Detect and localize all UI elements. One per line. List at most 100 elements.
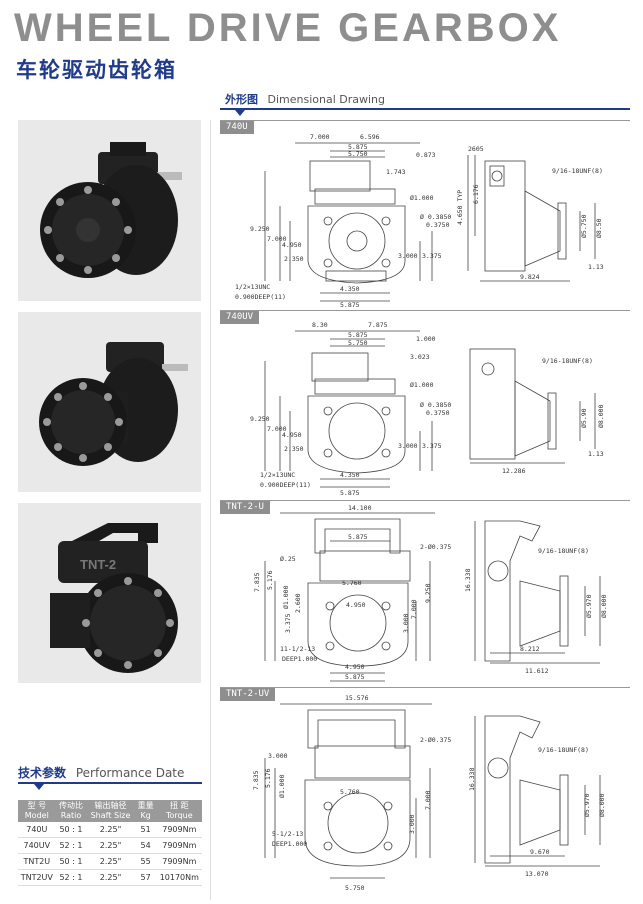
dim-label: 1.000 — [416, 335, 436, 343]
dim-label: 0.3750 — [426, 409, 450, 417]
page-subtitle: 车轮驱动齿轮箱 — [16, 58, 177, 82]
drawing-panel-740u: 7.000 6.596 5.875 5.750 0.873 1.743 Ø1.0… — [220, 120, 630, 309]
performance-section-heading: 技术参数 Performance Date — [18, 764, 184, 781]
dim-label: 11.612 — [525, 667, 549, 675]
header-en: Ratio — [60, 811, 82, 820]
dim-label: 11-1/2-13 — [280, 645, 315, 653]
table-row: TNT2U 50 : 1 2.25" 55 7909Nm — [18, 853, 202, 870]
drawing-panel-740uv: 8.30 7.875 5.875 5.750 1.000 3.023 Ø1.00… — [220, 310, 630, 499]
dim-label: 2.350 — [284, 255, 304, 263]
dim-label: Ø5.970 — [583, 793, 591, 817]
dim-label: 1.13 — [588, 450, 604, 458]
dim-label: Ø1.000 — [410, 381, 434, 389]
dim-label: 3.000 — [402, 613, 410, 633]
performance-section-marker — [34, 784, 44, 790]
dim-label: 4.350 — [340, 471, 360, 479]
dim-label: Ø5.750 — [580, 214, 588, 238]
dim-label: Ø8.50 — [595, 218, 603, 238]
dim-label: 9/16-18UNF(8) — [552, 167, 603, 175]
dim-label: 9.250 — [250, 225, 270, 233]
dim-label: 5.875 — [340, 301, 360, 309]
photo-740uv — [18, 312, 201, 492]
header-en: Shaft Size — [90, 811, 131, 820]
dim-label: 5.750 — [348, 339, 368, 347]
dim-label: 9.250 — [424, 583, 432, 603]
dim-label: 7.000 — [310, 133, 330, 141]
dim-label: 4.350 — [340, 285, 360, 293]
dim-label: 7.835 — [253, 572, 261, 592]
table-row: 740UV 52 : 1 2.25" 54 7909Nm — [18, 837, 202, 854]
photo-embossed-mark: TNT-2 — [80, 557, 116, 572]
dim-label: 0.873 — [416, 151, 436, 159]
dim-label: 4.650 TYP — [456, 190, 464, 225]
header-en: Torque — [165, 811, 193, 820]
performance-section-rule — [18, 782, 202, 784]
cell-model: 740UV — [18, 837, 56, 854]
dim-label: 8.30 — [312, 321, 328, 329]
cell-torque: 7909Nm — [156, 837, 202, 854]
dim-label: 5-1/2-13 — [272, 830, 303, 838]
table-row: TNT2UV 52 : 1 2.25" 57 10170Nm — [18, 869, 202, 886]
drawing-section-label-cn: 外形图 — [225, 93, 258, 106]
dim-label: 13.070 — [525, 870, 549, 878]
dim-label: 4.950 — [282, 431, 302, 439]
dim-label: 7.000 — [410, 599, 418, 619]
dim-label: 7.000 — [267, 425, 287, 433]
dim-label: 3.023 — [410, 353, 430, 361]
drawing-740uv: 8.30 7.875 5.875 5.750 1.000 3.023 Ø1.00… — [250, 321, 605, 497]
header-cn: 重量 — [137, 801, 154, 810]
dim-label: Ø5.90 — [580, 408, 588, 428]
dim-label: 5.760 — [340, 788, 360, 796]
dim-label: 9.824 — [520, 273, 540, 281]
cell-weight: 57 — [134, 869, 157, 886]
dim-label: 3.000 — [408, 814, 416, 834]
header-cn: 输出轴径 — [94, 801, 127, 810]
cell-torque: 7909Nm — [156, 853, 202, 870]
cell-model: TNT2UV — [18, 869, 56, 886]
header-en: Model — [24, 811, 49, 820]
dim-label: Ø8.000 — [598, 793, 606, 817]
dim-label: 5.750 — [345, 884, 365, 892]
dim-label: 2.350 — [284, 445, 304, 453]
dim-label: 5.875 — [340, 489, 360, 497]
dim-label: 3.375 — [284, 613, 292, 633]
dim-label: 2-Ø0.375 — [420, 543, 451, 551]
panel-tab-tnt-2-u: TNT-2-U — [220, 501, 270, 514]
photo-tnt-2-u: TNT-2 — [18, 503, 201, 683]
dim-label: 5.760 — [342, 579, 362, 587]
dim-label: Ø 0.3850 — [420, 213, 451, 221]
dim-label: 5.875 — [348, 533, 368, 541]
dim-label: 4.950 — [346, 601, 366, 609]
dim-label: Ø1.000 — [410, 194, 434, 202]
column-divider — [210, 120, 211, 900]
dim-label: 0.900DEEP(11) — [260, 481, 311, 489]
drawing-section-rule — [220, 108, 630, 110]
dim-label: DEEP1.000 — [272, 840, 307, 848]
dim-label: 16.338 — [464, 568, 472, 592]
dim-label: 3.000 — [268, 752, 288, 760]
dim-label: Ø.25 — [280, 555, 296, 563]
panel-tab-tnt-2-uv: TNT-2-UV — [220, 688, 276, 701]
header-en: Kg — [140, 811, 151, 820]
drawing-panel-tnt-2-uv: 15.576 3.000 2-Ø0.375 7.835 5.176 Ø1.000… — [220, 687, 630, 898]
cell-shaft: 2.25" — [86, 853, 135, 870]
dim-label: 0.3750 — [426, 221, 450, 229]
dim-label: 2605 — [468, 145, 484, 153]
cell-ratio: 50 : 1 — [55, 822, 87, 838]
dim-label: 5.875 — [345, 673, 365, 681]
dim-label: 5.176 — [264, 768, 272, 788]
performance-label-en: Performance Date — [75, 766, 185, 780]
dim-label: 9/16-18UNF(8) — [538, 746, 589, 754]
header-cn: 扭 距 — [170, 801, 189, 810]
dim-label: 0.900DEEP(11) — [235, 293, 286, 301]
dim-label: 9/16-18UNF(8) — [542, 357, 593, 365]
dim-label: 12.286 — [502, 467, 526, 475]
table-row: 740U 50 : 1 2.25" 51 7909Nm — [18, 822, 202, 838]
dim-label: 6.176 — [472, 184, 480, 204]
dim-label: 5.176 — [266, 570, 274, 590]
cell-model: 740U — [18, 822, 56, 838]
